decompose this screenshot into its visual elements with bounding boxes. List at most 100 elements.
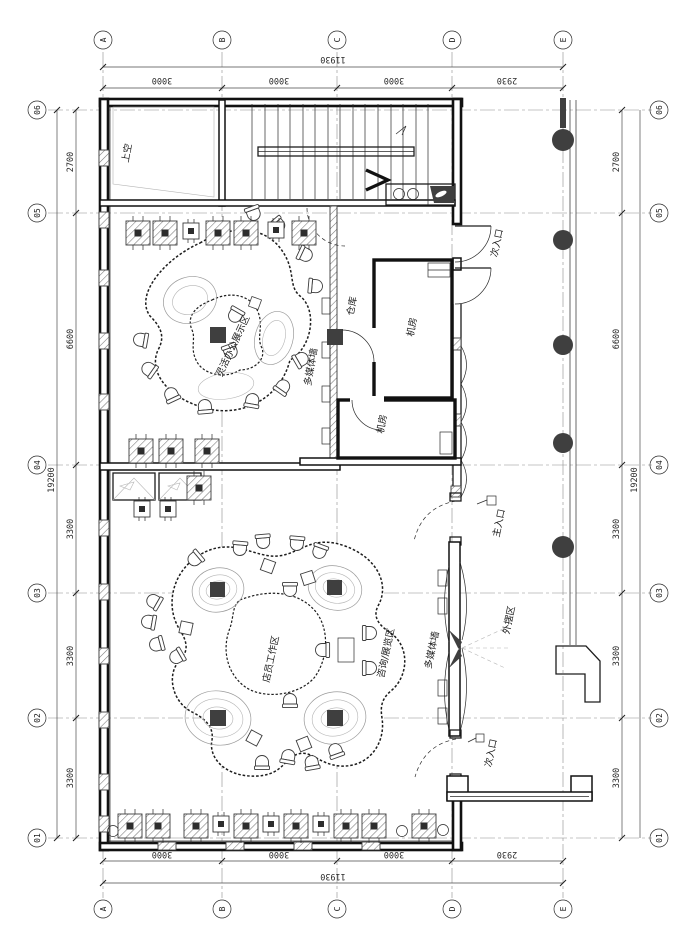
tree-column xyxy=(553,230,573,250)
grid-col-D-b: D xyxy=(448,906,457,911)
tree-column xyxy=(553,335,573,355)
bottom-wall-piers xyxy=(157,841,381,851)
warehouse-zone: 仓库 机房 机房 多媒体墙 xyxy=(99,205,462,471)
stair-up-mark xyxy=(395,125,407,136)
dim-left-seg-5: 3300 xyxy=(66,768,76,788)
dim-right-total: 19200 xyxy=(630,467,640,493)
dim-ticks-bottom xyxy=(99,857,567,887)
machine-room-2 xyxy=(336,398,457,460)
grid-row-06-r: 06 xyxy=(655,105,664,115)
grid-col-E: E xyxy=(559,37,568,42)
grid-lines xyxy=(48,52,652,898)
grid-row-02-r: 02 xyxy=(655,713,664,723)
column-multimedia xyxy=(327,329,343,345)
door-arc-1 xyxy=(454,225,492,263)
grid-col-E-b: E xyxy=(559,906,568,911)
grid-row-05-r: 05 xyxy=(655,208,664,218)
pantry-counter xyxy=(385,183,456,206)
dim-bot-seg-4: 2930 xyxy=(497,849,517,859)
outdoor-low-wall xyxy=(446,775,593,802)
dim-left-seg-3: 3300 xyxy=(66,519,76,539)
dim-bot-seg-3: 3000 xyxy=(384,849,404,859)
dimensions-left: 19200 2700 6600 3300 3300 3300 xyxy=(47,106,80,842)
dimensions-bottom: 3000 3000 3000 2930 11930 xyxy=(99,849,567,887)
grid-row-01-r: 01 xyxy=(655,833,664,843)
grid-row-01: 01 xyxy=(33,833,42,843)
machine-room-2-door-arc xyxy=(351,399,383,431)
planters-bottom-row xyxy=(107,808,449,844)
dimensions-right: 2700 6600 3300 3300 3300 19200 xyxy=(612,106,641,842)
stair-direction-arrow xyxy=(365,168,392,192)
dim-top-seg-4: 2930 xyxy=(497,75,517,85)
planters-mid-row xyxy=(128,433,220,469)
building-walls xyxy=(98,97,467,852)
sink-basins xyxy=(407,188,419,200)
grid-col-C-b: C xyxy=(333,906,342,911)
dim-ticks-left xyxy=(53,106,80,842)
dim-ticks-top xyxy=(99,63,567,92)
dim-right-seg-2: 6600 xyxy=(612,329,622,349)
void-room-label: 上空 xyxy=(119,143,134,164)
void-room: 上空 xyxy=(112,99,226,207)
tree-column xyxy=(553,433,573,453)
dim-right-seg-1: 2700 xyxy=(612,152,622,172)
outdoor-area: 外摆区 xyxy=(446,98,601,802)
main-entrance: 主入口 xyxy=(413,492,508,546)
machine-room-2-label: 机房 xyxy=(374,414,389,435)
grid-row-05: 05 xyxy=(33,208,42,218)
staircase xyxy=(251,104,429,199)
dim-right-seg-4: 3300 xyxy=(612,646,622,666)
pod-bottom-left xyxy=(184,690,252,746)
flex-office-display: 灵活办公展示区 xyxy=(131,203,324,415)
outdoor-area-label: 外摆区 xyxy=(500,604,518,635)
secondary-entrance-bottom-arc xyxy=(414,738,457,778)
door-arc-2 xyxy=(454,267,492,305)
grid-row-06: 06 xyxy=(33,105,42,115)
warehouse-door-arc xyxy=(306,207,346,247)
grid-bubbles-top: A B C D E xyxy=(93,30,573,50)
tree-column xyxy=(552,129,574,151)
staff-work-area: 店员工作区 咨询/展览区 xyxy=(139,533,406,777)
grid-col-A: A xyxy=(99,37,108,42)
dim-left-seg-4: 3300 xyxy=(66,646,76,666)
machine-room-1-door-arc xyxy=(341,329,375,363)
dim-right-seg-3: 3300 xyxy=(612,519,622,539)
planter xyxy=(186,470,212,506)
grid-bubbles-bottom: A B C D E xyxy=(93,899,573,919)
consult-desk xyxy=(337,637,355,663)
grid-bubbles-left: 06 05 04 03 02 01 xyxy=(27,100,47,848)
grid-row-03-r: 03 xyxy=(655,588,664,598)
secondary-entrance-top: 次入口 xyxy=(454,225,506,305)
left-wall-piers xyxy=(98,149,110,833)
grid-col-A-b: A xyxy=(99,906,108,911)
secondary-entrance-bottom: 次入口 xyxy=(414,729,500,783)
dim-left-total: 19200 xyxy=(47,467,57,493)
main-entrance-door-arc xyxy=(413,500,457,542)
dim-top-total: 11930 xyxy=(320,54,346,64)
main-entrance-label: 主入口 xyxy=(490,508,508,538)
dim-bot-seg-2: 3000 xyxy=(269,849,289,859)
dim-ticks-right xyxy=(618,106,626,842)
pod-bottom-right xyxy=(303,691,367,745)
grid-col-B: B xyxy=(218,37,227,42)
grid-col-B-b: B xyxy=(218,906,227,911)
multimedia-wall-lower: 多媒体墙 xyxy=(422,541,508,737)
dim-left-seg-1: 2700 xyxy=(66,152,76,172)
grid-row-04: 04 xyxy=(33,460,42,470)
grid-col-C: C xyxy=(333,37,342,42)
property-marker xyxy=(560,98,566,128)
machine-room-1-label: 机房 xyxy=(404,317,419,338)
dim-top-seg-1: 3000 xyxy=(152,75,172,85)
secondary-entrance-top-label: 次入口 xyxy=(488,228,506,258)
grid-bubbles-right: 06 05 04 03 02 01 xyxy=(649,100,669,848)
projector xyxy=(449,630,462,668)
dim-top-seg-3: 3000 xyxy=(384,75,404,85)
outdoor-step-bench xyxy=(555,645,601,703)
dim-bot-total: 11930 xyxy=(320,871,346,881)
planters-upper-row xyxy=(125,215,317,251)
grid-row-03: 03 xyxy=(33,588,42,598)
column-b xyxy=(210,327,226,343)
tree-column xyxy=(552,536,574,558)
air-diffusers xyxy=(112,470,212,522)
